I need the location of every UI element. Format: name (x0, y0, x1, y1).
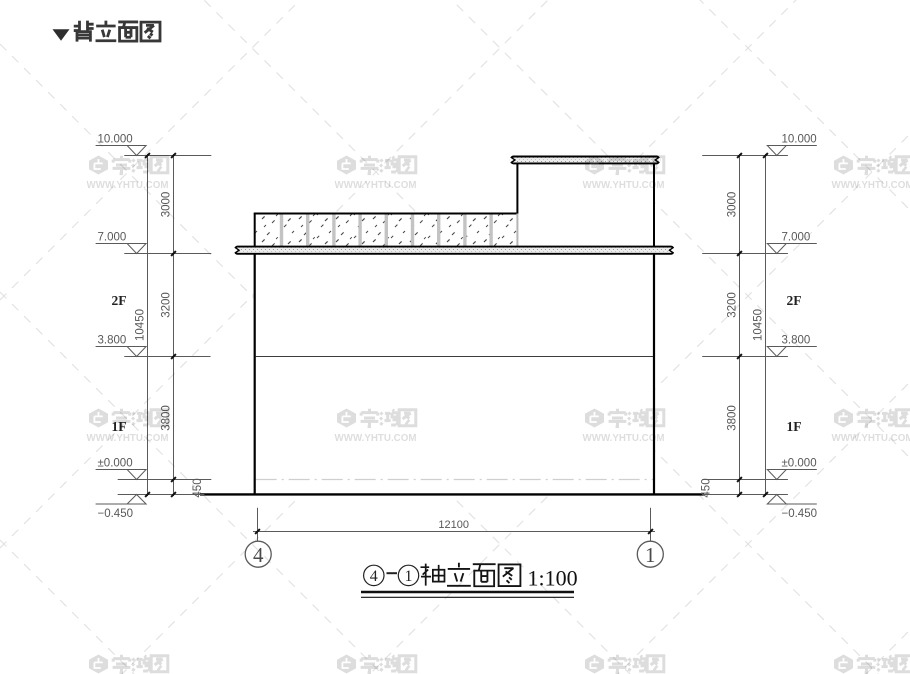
svg-text:±0.000: ±0.000 (98, 458, 133, 470)
svg-text:WWW.YHTU.COM: WWW.YHTU.COM (335, 179, 417, 191)
svg-text:WWW.YHTU.COM: WWW.YHTU.COM (583, 432, 665, 444)
svg-text:WWW.YHTU.COM: WWW.YHTU.COM (832, 432, 910, 444)
svg-text:±0.000: ±0.000 (782, 458, 817, 470)
svg-text:10450: 10450 (753, 309, 765, 341)
svg-text:WWW.YHTU.COM: WWW.YHTU.COM (87, 432, 169, 444)
svg-text:2F: 2F (787, 293, 802, 308)
svg-text:4: 4 (253, 543, 264, 567)
svg-text:10.000: 10.000 (782, 134, 817, 146)
svg-text:−0.450: −0.450 (98, 508, 134, 520)
svg-text:3200: 3200 (161, 292, 173, 318)
svg-text:3.800: 3.800 (98, 335, 127, 347)
svg-text:2F: 2F (112, 293, 127, 308)
svg-text:4: 4 (370, 568, 378, 585)
svg-text:7.000: 7.000 (98, 232, 127, 244)
svg-text:WWW.YHTU.COM: WWW.YHTU.COM (335, 432, 417, 444)
svg-text:1F: 1F (787, 419, 802, 434)
svg-text:1: 1 (645, 543, 656, 567)
svg-text:3000: 3000 (727, 192, 739, 218)
svg-text:10.000: 10.000 (98, 134, 133, 146)
svg-text:3200: 3200 (727, 292, 739, 318)
svg-text:1: 1 (405, 568, 413, 585)
svg-text:3000: 3000 (161, 192, 173, 218)
svg-text:3.800: 3.800 (782, 335, 811, 347)
svg-text:WWW.YHTU.COM: WWW.YHTU.COM (832, 179, 910, 191)
svg-text:3800: 3800 (727, 405, 739, 431)
svg-text:7.000: 7.000 (782, 232, 811, 244)
svg-text:12100: 12100 (438, 519, 469, 531)
svg-text:1:100: 1:100 (528, 566, 578, 591)
svg-text:WWW.YHTU.COM: WWW.YHTU.COM (583, 179, 665, 191)
svg-text:450: 450 (701, 478, 713, 497)
svg-text:WWW.YHTU.COM: WWW.YHTU.COM (87, 179, 169, 191)
svg-text:10450: 10450 (135, 309, 147, 341)
svg-text:450: 450 (192, 478, 204, 497)
svg-text:−0.450: −0.450 (782, 508, 818, 520)
